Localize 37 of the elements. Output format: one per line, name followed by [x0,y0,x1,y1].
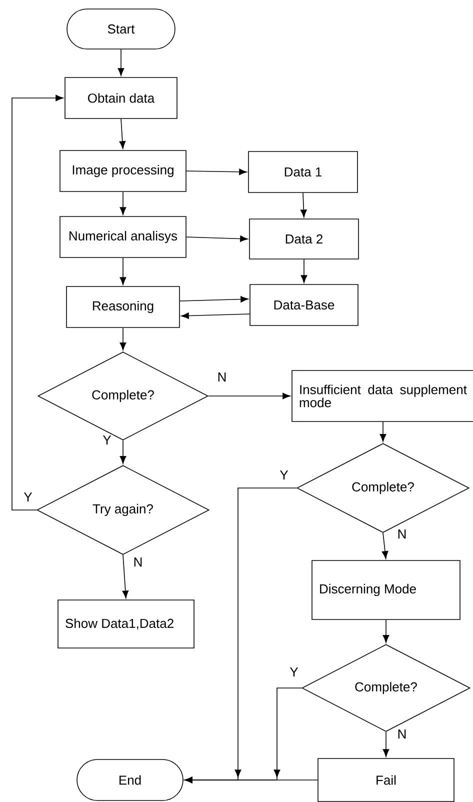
arrow [181,312,250,319]
process-box: Image processing [60,150,186,192]
edge-label: Y [102,434,112,446]
edge-label: Y [22,492,34,502]
edge-label: N [132,556,144,568]
arrow [208,392,290,400]
arrow [382,620,390,643]
arrow [186,168,247,176]
process-box: Obtain data [64,77,178,119]
process-box: Numerical analisys [60,216,186,258]
arrow [118,49,124,76]
arrow [186,236,248,242]
process-box: Data 1 [248,151,358,193]
process-box: Data-Base [250,284,358,326]
arrow [120,328,126,350]
process-box: Reasoning [66,286,180,328]
edge-label: N [216,372,228,382]
arrow [382,732,390,757]
arrow [184,776,318,784]
arrow [300,192,307,218]
arrow [300,259,308,283]
process-box: Data 2 [249,218,359,260]
arrow [12,94,64,510]
arrow [119,118,126,149]
arrow [382,532,388,559]
edge-label: Y [288,666,300,678]
process-box: Show Data1,Data2 [58,600,194,648]
process-box: Discerning Mode [312,560,460,620]
process-box: Insufficient data supplement mode [292,370,473,422]
process-box: Fail [318,758,454,802]
arrow [180,296,248,302]
edge-label: Y [278,470,290,480]
arrow [122,554,129,598]
arrow [120,192,126,215]
arrow [120,258,126,285]
arrow [380,422,386,442]
arrow [120,440,126,464]
